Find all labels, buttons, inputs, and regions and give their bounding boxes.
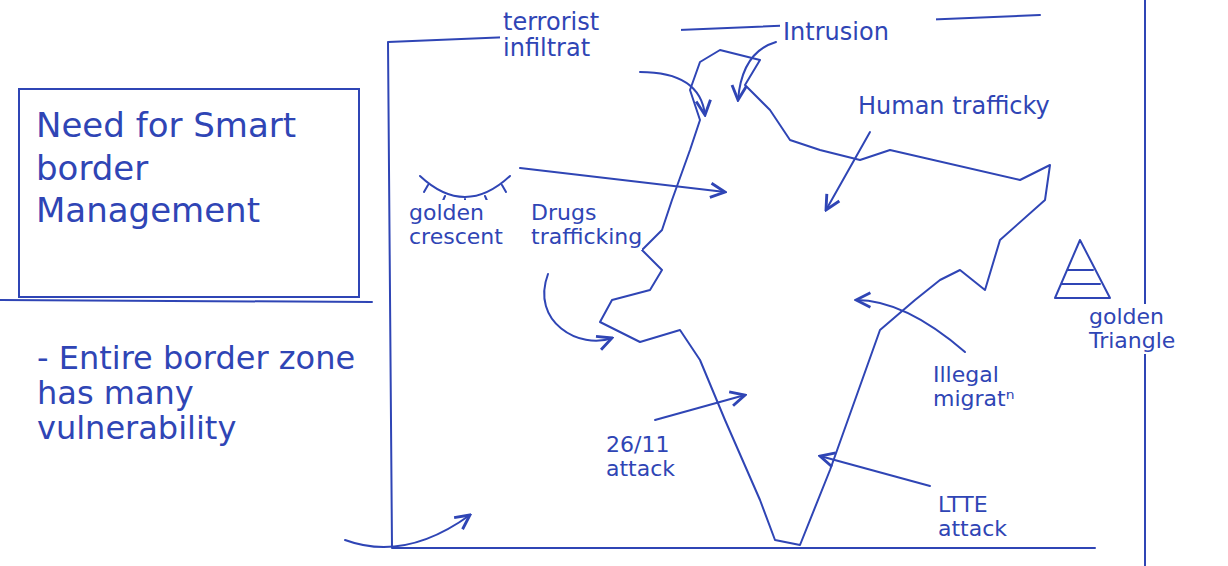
note-label: 26/11 attack <box>603 432 701 482</box>
note-label: LTTE attack <box>935 492 1045 542</box>
note-label: golden Triangle <box>1086 304 1204 354</box>
arrow <box>655 395 745 420</box>
note-label: terrorist infiltrat <box>500 8 681 63</box>
arrow <box>856 300 965 352</box>
note-label: Illegal migratⁿ <box>930 362 1056 412</box>
india-outline <box>600 50 1050 545</box>
arrow <box>820 456 930 486</box>
box-text: Need for Smart border Management <box>36 104 342 232</box>
note-label: Drugs trafficking <box>528 200 642 250</box>
process-box: Need for Smart border Management <box>18 88 360 298</box>
note-label: Intrusion <box>780 18 936 46</box>
page-margin-line <box>1144 0 1146 566</box>
note-label: - Entire border zone has many vulnerabil… <box>34 340 370 448</box>
note-label: golden crescent <box>406 200 532 250</box>
arrow <box>520 168 725 192</box>
triangle-symbol <box>1055 240 1110 298</box>
arrow <box>738 42 776 100</box>
arrow <box>544 274 612 341</box>
map-frame <box>388 15 1095 548</box>
note-label: Human trafficky <box>855 92 1081 120</box>
arrow <box>826 132 870 210</box>
divider-line <box>0 300 372 302</box>
arrow <box>640 72 705 115</box>
leader-arrow <box>345 515 470 547</box>
